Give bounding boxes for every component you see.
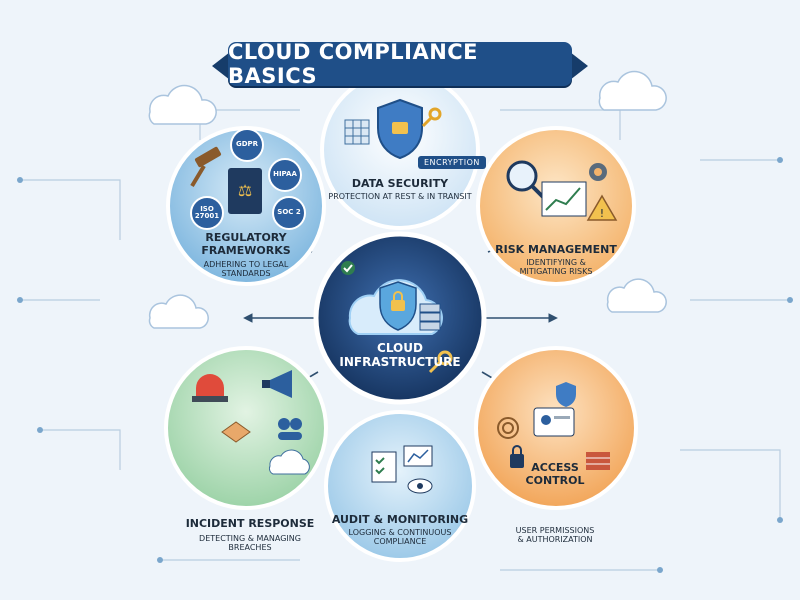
banner-tail	[570, 52, 588, 80]
chart-icon	[541, 181, 587, 217]
data-security-subtitle: PROTECTION AT REST & IN TRANSIT	[328, 192, 472, 201]
fingerprint-icon	[497, 417, 519, 439]
check-icon	[341, 261, 355, 275]
id-card-icon	[533, 407, 575, 437]
svg-text:!: !	[600, 207, 604, 220]
risk-subtitle: IDENTIFYING &MITIGATING RISKS	[519, 258, 593, 277]
shield-lock-icon	[379, 281, 417, 331]
server-icon	[419, 303, 441, 331]
key-icon	[428, 350, 453, 374]
data-security-title: DATA SECURITY	[351, 177, 449, 190]
cloud-icon	[148, 84, 217, 125]
audit-title: AUDIT & MONITORING	[331, 513, 469, 526]
firewall-icon	[586, 452, 610, 470]
badge-hipaa: HIPAA	[268, 158, 302, 192]
gear-icon	[589, 163, 607, 181]
law-book-icon: ⚖	[228, 168, 262, 214]
magnifier-icon	[506, 160, 546, 200]
page-title: CLOUD COMPLIANCE BASICS	[228, 40, 572, 88]
svg-text:⚖: ⚖	[238, 181, 252, 200]
megaphone-icon	[262, 370, 292, 398]
shield-icon	[377, 98, 423, 160]
badge-iso: ISO 27001	[190, 196, 224, 230]
checklist-icon	[371, 451, 397, 483]
warning-icon: !	[586, 194, 618, 221]
audit-circle	[324, 410, 476, 562]
gavel-icon	[190, 146, 222, 188]
cloud-warning-icon	[268, 449, 310, 475]
alarm-icon	[192, 374, 228, 402]
cloud-icon	[598, 70, 667, 111]
banner-tail	[212, 52, 230, 80]
access-subtitle: USER PERMISSIONS& AUTHORIZATION	[515, 526, 595, 545]
lock-icon	[510, 445, 524, 468]
shield-icon	[556, 382, 576, 407]
handshake-icon	[221, 421, 251, 443]
team-icon	[278, 418, 302, 440]
badge-gdpr: GDPR	[230, 128, 264, 162]
incident-circle	[164, 346, 328, 510]
key-icon	[421, 107, 442, 128]
eye-icon	[407, 478, 433, 494]
data-grid-icon	[344, 119, 370, 145]
circuit-dots	[17, 157, 793, 573]
cloud-icon	[148, 294, 209, 329]
encryption-badge: ENCRYPTION	[418, 156, 486, 169]
risk-title: RISK MANAGEMENT	[495, 243, 617, 256]
badge-soc2: SOC 2	[272, 196, 306, 230]
incident-title: INCIDENT RESPONSE	[185, 517, 315, 530]
cloud-icon	[606, 278, 667, 313]
monitor-icon	[403, 445, 433, 467]
